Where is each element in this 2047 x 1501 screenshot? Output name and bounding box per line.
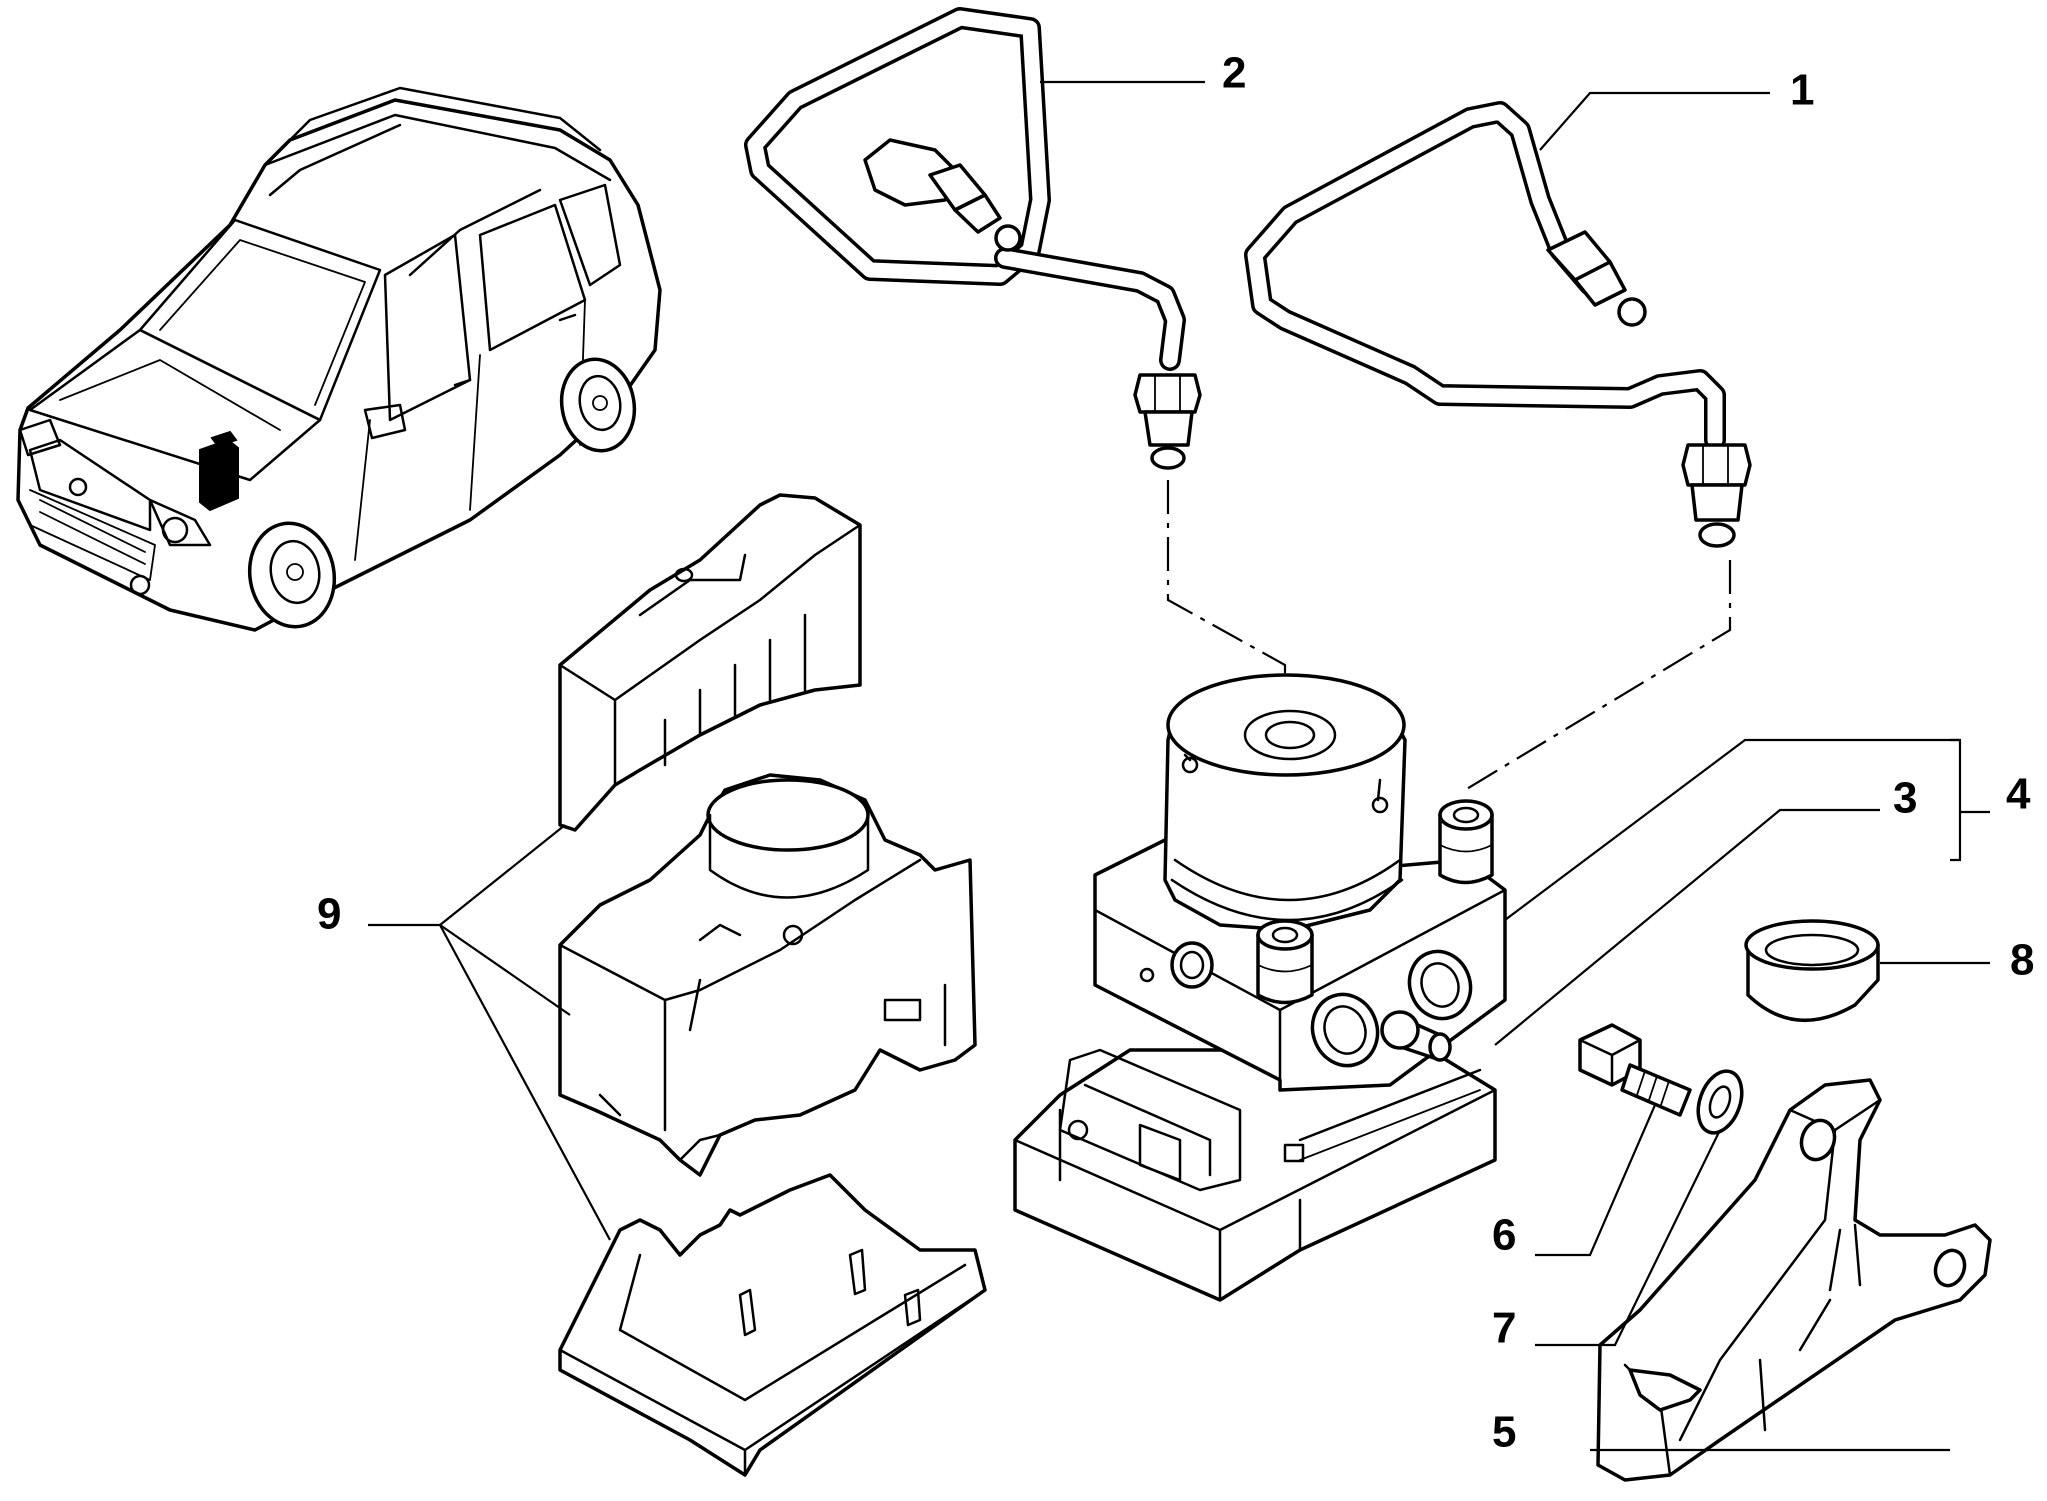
bracket-5 <box>1596 1078 1992 1482</box>
callout-8: 8 <box>2010 936 2034 985</box>
callout-1: 1 <box>1790 66 1814 115</box>
callout-labels: 1 2 3 4 5 6 7 8 9 <box>317 49 2034 1457</box>
callout-3: 3 <box>1893 774 1917 823</box>
vehicle-locator-illustration <box>16 86 662 632</box>
callout-9: 9 <box>317 890 341 939</box>
bolt-6 <box>1578 1023 1692 1117</box>
leader-lines <box>368 80 1990 1452</box>
cover-lower-9 <box>558 1173 987 1477</box>
brake-pipe-2 <box>744 7 1202 470</box>
abs-hydraulic-unit <box>1013 673 1507 1302</box>
callout-5: 5 <box>1492 1408 1516 1457</box>
cover-middle-9 <box>558 773 977 1177</box>
assembly-line-pipe-2 <box>1166 480 1287 950</box>
callout-4: 4 <box>2006 770 2031 819</box>
callout-7: 7 <box>1492 1304 1516 1353</box>
grommet-8 <box>1744 919 1880 1023</box>
callout-2: 2 <box>1222 49 1246 98</box>
brake-pipe-1 <box>1244 101 1752 548</box>
washer-7 <box>1696 1069 1744 1135</box>
callout-6: 6 <box>1492 1211 1516 1260</box>
cover-upper-9 <box>558 493 862 832</box>
assembly-line-pipe-1 <box>1464 560 1732 791</box>
